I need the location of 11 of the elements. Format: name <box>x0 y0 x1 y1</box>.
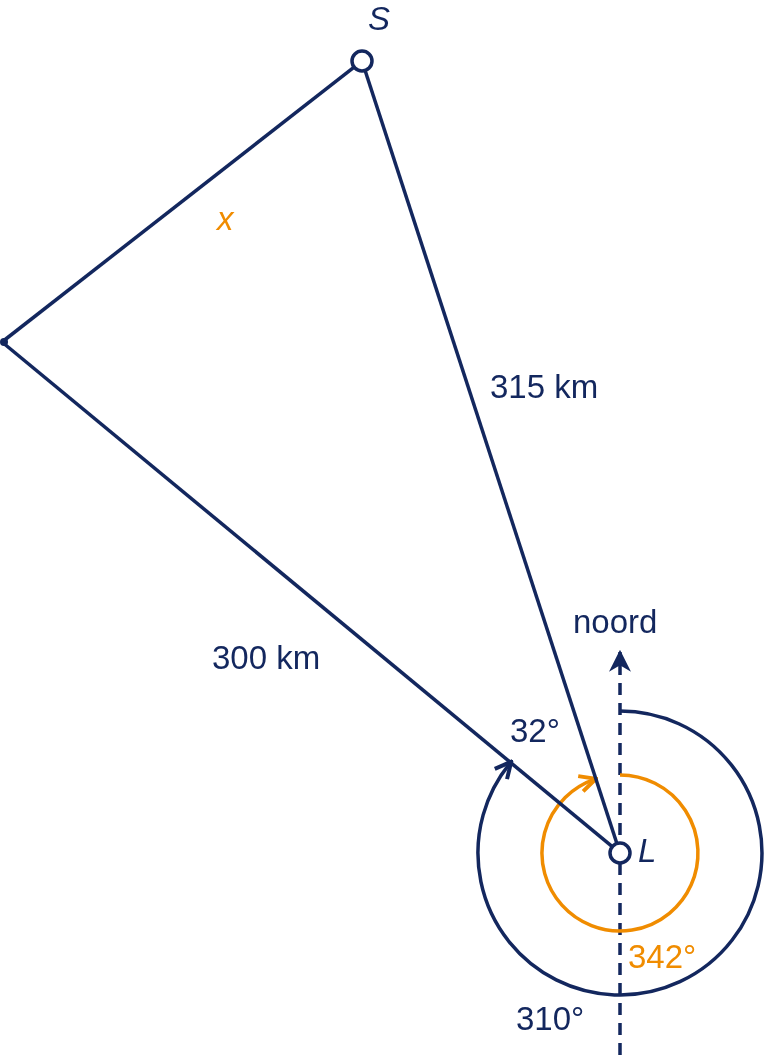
triangle-vertex <box>0 338 8 346</box>
angle-label: 32° <box>510 712 560 750</box>
edge-label: 315 km <box>490 368 599 406</box>
angle-label: 342° <box>628 938 697 976</box>
direction-label: noord <box>573 603 658 641</box>
angle-label: 310° <box>516 1000 585 1038</box>
point-label: S <box>368 0 390 38</box>
edge-label: x <box>217 200 234 238</box>
point-label: L <box>638 832 657 870</box>
triangle-side <box>363 69 619 845</box>
edge-label: 300 km <box>212 639 321 677</box>
